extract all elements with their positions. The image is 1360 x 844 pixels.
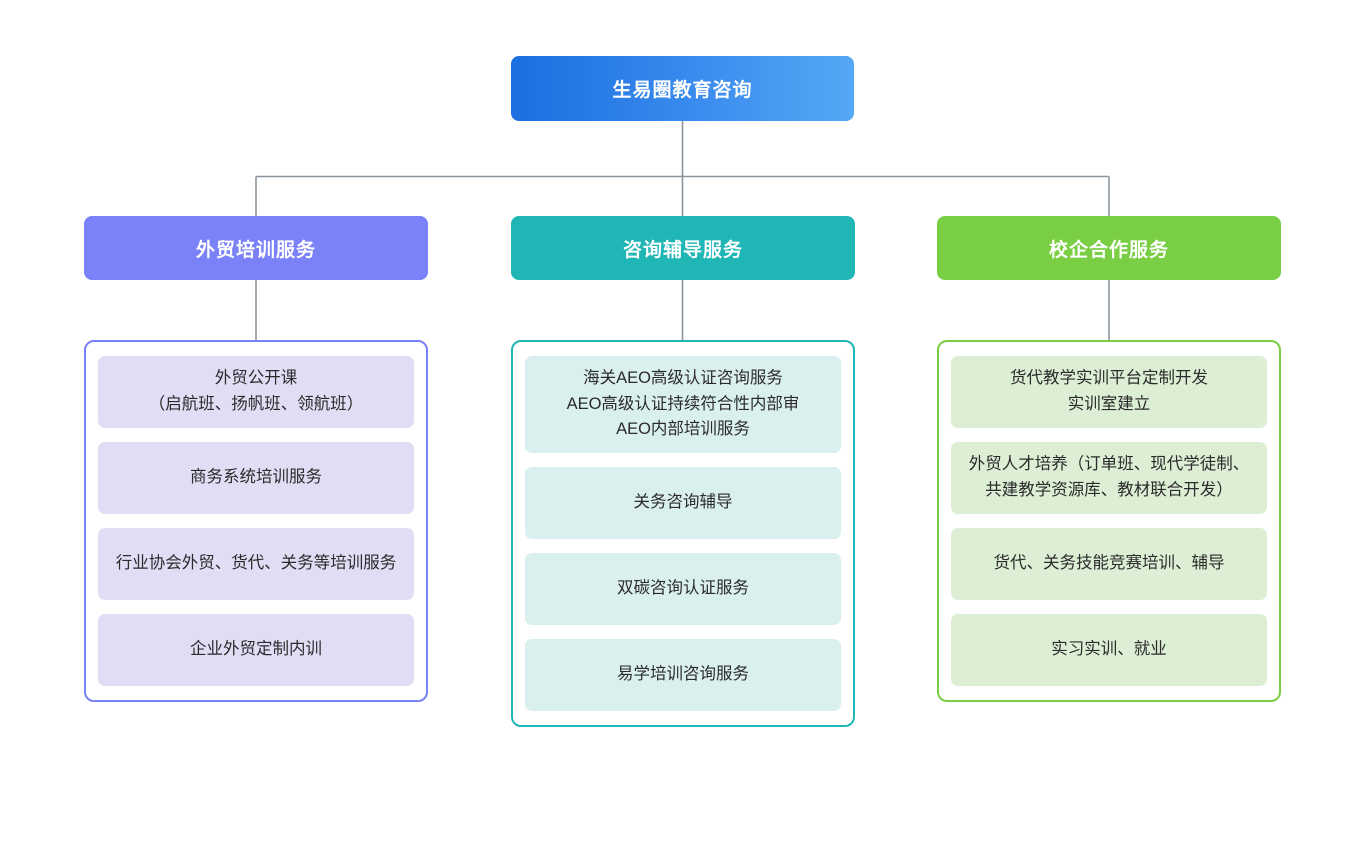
leaf-item-label: 易学培训咨询服务 [617, 664, 749, 683]
leaf-item[interactable]: 外贸人才培养（订单班、现代学徒制、共建教学资源库、教材联合开发） [951, 442, 1267, 514]
branch-panel-0: 外贸公开课 （启航班、扬帆班、领航班） 商务系统培训服务 行业协会外贸、货代、关… [84, 340, 428, 702]
root-node[interactable]: 生易圈教育咨询 [511, 56, 854, 121]
leaf-item-label: 外贸公开课 （启航班、扬帆班、领航班） [148, 369, 364, 413]
root-node-label: 生易圈教育咨询 [612, 80, 753, 101]
branch-header-0-label: 外贸培训服务 [195, 239, 316, 261]
branch-column-2: 校企合作服务 货代教学实训平台定制开发 实训室建立 外贸人才培养（订单班、现代学… [937, 216, 1281, 702]
leaf-item[interactable]: 货代、关务技能竞赛培训、辅导 [951, 528, 1267, 600]
leaf-item-label: 双碳咨询认证服务 [617, 578, 749, 597]
leaf-item[interactable]: 商务系统培训服务 [98, 442, 414, 514]
branch-panel-1: 海关AEO高级认证咨询服务 AEO高级认证持续符合性内部审 AEO内部培训服务 … [511, 340, 855, 727]
leaf-item-label: 关务咨询辅导 [633, 492, 733, 511]
leaf-item-label: 外贸人才培养（订单班、现代学徒制、共建教学资源库、教材联合开发） [968, 455, 1250, 499]
leaf-item-label: 企业外贸定制内训 [190, 640, 322, 659]
leaf-item[interactable]: 关务咨询辅导 [525, 466, 841, 539]
leaf-item[interactable]: 双碳咨询认证服务 [525, 552, 841, 625]
leaf-item[interactable]: 货代教学实训平台定制开发 实训室建立 [951, 356, 1267, 428]
leaf-item-label: 商务系统培训服务 [190, 468, 322, 487]
branch-header-2[interactable]: 校企合作服务 [937, 216, 1281, 280]
leaf-item[interactable]: 企业外贸定制内训 [98, 614, 414, 686]
leaf-item-label: 货代教学实训平台定制开发 实训室建立 [1010, 369, 1208, 413]
branch-header-2-label: 校企合作服务 [1048, 239, 1169, 261]
leaf-item-label: 货代、关务技能竞赛培训、辅导 [993, 554, 1225, 573]
leaf-item[interactable]: 行业协会外贸、货代、关务等培训服务 [98, 528, 414, 600]
leaf-item[interactable]: 海关AEO高级认证咨询服务 AEO高级认证持续符合性内部审 AEO内部培训服务 [525, 356, 841, 453]
leaf-item[interactable]: 实习实训、就业 [951, 614, 1267, 686]
branch-header-1-label: 咨询辅导服务 [622, 239, 743, 261]
leaf-item-label: 海关AEO高级认证咨询服务 AEO高级认证持续符合性内部审 AEO内部培训服务 [566, 369, 800, 439]
branch-column-1: 咨询辅导服务 海关AEO高级认证咨询服务 AEO高级认证持续符合性内部审 AEO… [511, 216, 855, 727]
branch-column-0: 外贸培训服务 外贸公开课 （启航班、扬帆班、领航班） 商务系统培训服务 行业协会… [84, 216, 428, 702]
leaf-item[interactable]: 易学培训咨询服务 [525, 638, 841, 711]
leaf-item-label: 行业协会外贸、货代、关务等培训服务 [115, 554, 397, 573]
branch-header-0[interactable]: 外贸培训服务 [84, 216, 428, 280]
leaf-item[interactable]: 外贸公开课 （启航班、扬帆班、领航班） [98, 356, 414, 428]
branch-header-1[interactable]: 咨询辅导服务 [511, 216, 855, 280]
leaf-item-label: 实习实训、就业 [1051, 640, 1167, 659]
branch-panel-2: 货代教学实训平台定制开发 实训室建立 外贸人才培养（订单班、现代学徒制、共建教学… [937, 340, 1281, 702]
